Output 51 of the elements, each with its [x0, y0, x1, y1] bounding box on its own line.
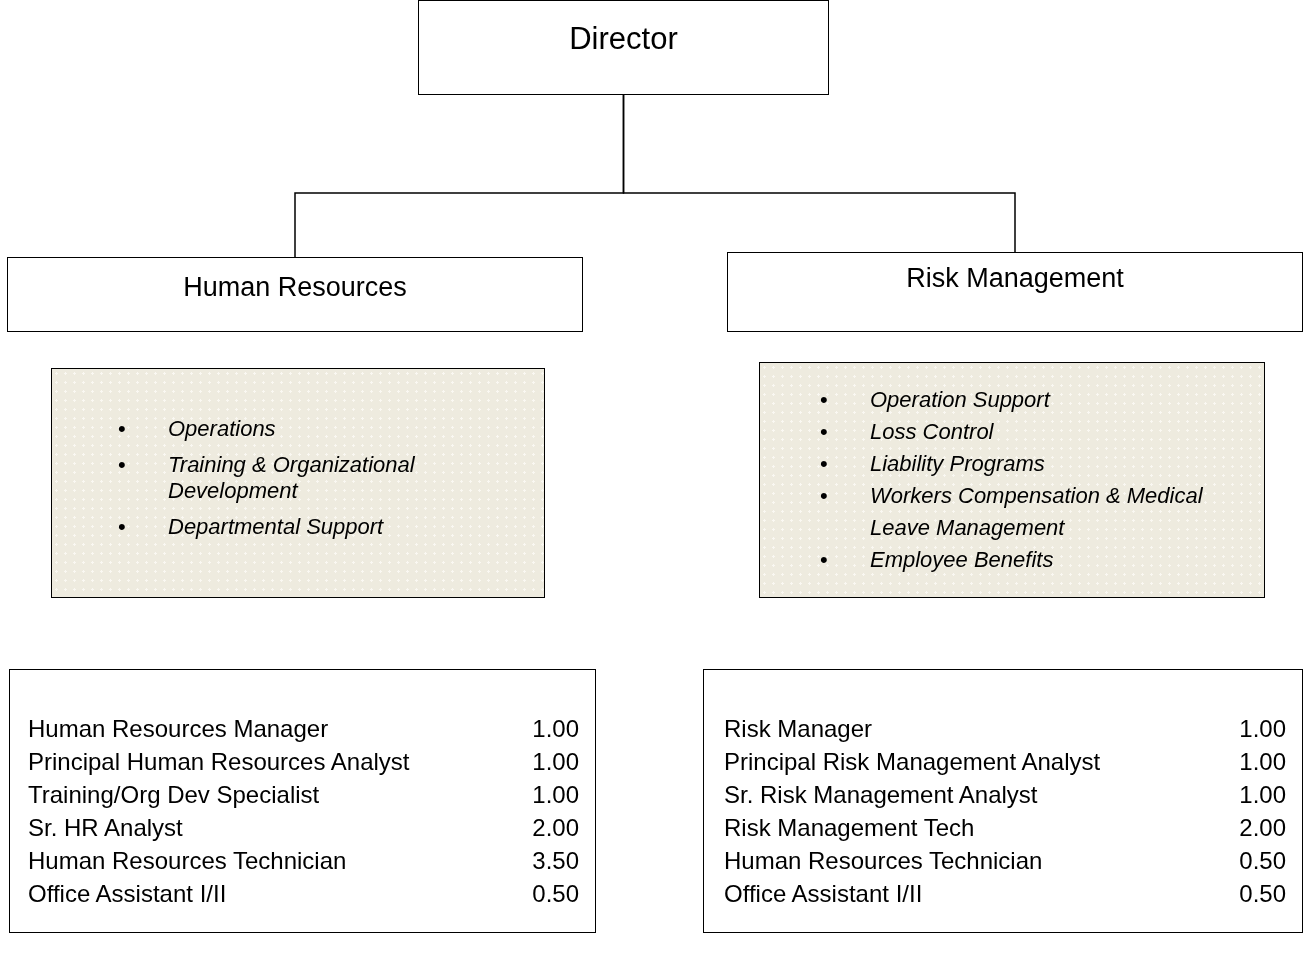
list-item: Operations — [168, 416, 276, 442]
connector-line — [622, 94, 1016, 253]
position-title: Human Resources Technician — [724, 847, 1044, 875]
position-title: Human Resources Manager — [28, 715, 330, 743]
position-title: Principal Human Resources Analyst — [28, 748, 411, 776]
bullet-marker: • — [820, 450, 829, 478]
bullet-marker: • — [118, 416, 127, 442]
position-title: Principal Risk Management Analyst — [724, 748, 1102, 776]
fte-value: 0.50 — [532, 880, 579, 908]
fte-value: 1.00 — [1239, 748, 1286, 776]
position-title: Training/Org Dev Specialist — [28, 781, 321, 809]
fte-value: 2.00 — [532, 814, 579, 842]
position-title: Risk Manager — [724, 715, 874, 743]
list-item: Departmental Support — [168, 514, 384, 540]
fte-value: 1.00 — [1239, 781, 1286, 809]
fte-value: 2.00 — [1239, 814, 1286, 842]
info-panel — [759, 362, 1265, 598]
fte-value: 1.00 — [532, 715, 579, 743]
position-title: Office Assistant I/II — [28, 880, 228, 908]
org-box — [727, 252, 1303, 332]
position-title: Risk Management Tech — [724, 814, 976, 842]
list-item: Employee Benefits — [870, 546, 1054, 574]
bullet-marker: • — [118, 514, 127, 540]
position-title: Office Assistant I/II — [724, 880, 924, 908]
org-box — [418, 0, 829, 95]
box-title: Director — [569, 21, 678, 57]
fte-value: 0.50 — [1239, 847, 1286, 875]
fte-value: 1.00 — [532, 748, 579, 776]
list-item: Training & Organizational Development — [168, 452, 416, 504]
box-title: Risk Management — [906, 263, 1124, 294]
bullet-marker: • — [820, 386, 829, 414]
org-box — [7, 257, 583, 332]
staff-box — [9, 669, 596, 933]
info-panel — [51, 368, 545, 598]
list-item: Loss Control — [870, 418, 994, 446]
bullet-marker: • — [820, 482, 829, 510]
bullet-marker: • — [118, 452, 127, 478]
list-item: Operation Support — [870, 386, 1050, 414]
bullet-marker: • — [820, 546, 829, 574]
fte-value: 0.50 — [1239, 880, 1286, 908]
list-item: Liability Programs — [870, 450, 1045, 478]
fte-value: 3.50 — [532, 847, 579, 875]
fte-value: 1.00 — [532, 781, 579, 809]
position-title: Sr. Risk Management Analyst — [724, 781, 1039, 809]
list-item: Workers Compensation & Medical Leave Management — [870, 482, 1204, 542]
bullet-marker: • — [820, 418, 829, 446]
position-title: Sr. HR Analyst — [28, 814, 184, 842]
fte-value: 1.00 — [1239, 715, 1286, 743]
position-title: Human Resources Technician — [28, 847, 348, 875]
box-title: Human Resources — [183, 272, 407, 303]
staff-box — [703, 669, 1303, 933]
